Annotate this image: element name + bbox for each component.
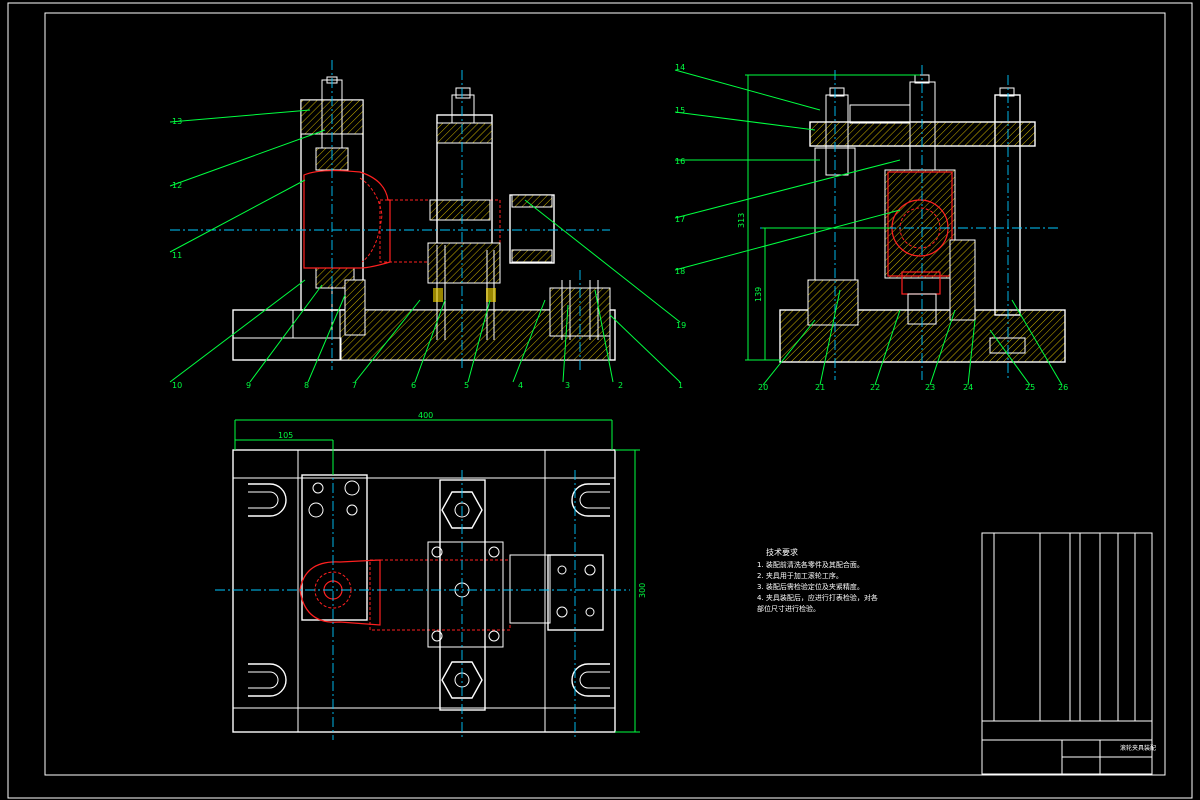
tech-req-line: 4. 夹具装配后，应进行打表检验，对各 (757, 593, 878, 602)
part-label: 9 (246, 381, 251, 390)
tech-req-line: 2. 夹具用于加工滚轮工序。 (757, 571, 843, 580)
part-label: 11 (172, 251, 182, 260)
part-label: 23 (925, 383, 935, 392)
part-label: 2 (618, 381, 623, 390)
front-leaders (169, 109, 681, 383)
part-label: 22 (870, 383, 880, 392)
part-label: 3 (565, 381, 570, 390)
part-label: 21 (815, 383, 825, 392)
drawing-name: 滚轮夹具装配 (1120, 744, 1156, 752)
tech-req-line: 部位尺寸进行检验。 (757, 604, 820, 613)
part-label: 25 (1025, 383, 1035, 392)
part-label: 24 (963, 383, 973, 392)
part-label: 15 (675, 106, 685, 115)
dim-height-total: 313 (737, 213, 746, 228)
dim-center-height: 139 (754, 287, 763, 302)
part-label: 5 (464, 381, 469, 390)
part-label: 6 (411, 381, 416, 390)
part-label: 4 (518, 381, 523, 390)
part-label: 26 (1058, 383, 1068, 392)
part-label: 18 (675, 267, 685, 276)
title-block (981, 720, 1153, 775)
part-label: 8 (304, 381, 309, 390)
parts-list (981, 532, 1153, 722)
dim-overall-depth: 300 (638, 583, 647, 598)
part-label: 10 (172, 381, 182, 390)
front-view (170, 60, 616, 370)
part-label: 1 (678, 381, 683, 390)
tech-req-line: 3. 装配后需检验定位及夹紧精度。 (757, 582, 864, 591)
inner-frame (44, 12, 1166, 776)
part-label: 7 (352, 381, 357, 390)
dim-offset: 105 (278, 431, 293, 440)
part-label: 19 (676, 321, 686, 330)
tech-req-title: 技术要求 (766, 547, 798, 557)
part-label: 13 (172, 117, 182, 126)
outer-frame (7, 2, 1193, 799)
part-label: 12 (172, 181, 182, 190)
part-label: 14 (675, 63, 685, 72)
part-label: 20 (758, 383, 768, 392)
part-label: 17 (675, 215, 685, 224)
top-view (215, 419, 640, 740)
part-label: 16 (675, 157, 685, 166)
side-leaders (674, 69, 1063, 386)
dim-overall-width: 400 (418, 411, 433, 420)
side-view (745, 65, 1066, 380)
tech-req-line: 1. 装配前清洗各零件及其配合面。 (757, 560, 864, 569)
